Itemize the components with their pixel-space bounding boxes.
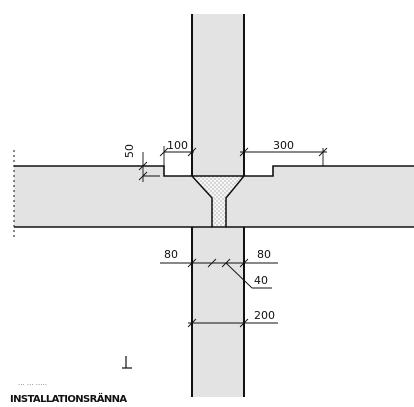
- right-slab: [226, 166, 414, 227]
- dimension-40-label: 40: [254, 274, 268, 287]
- left-slab-top-edge: [14, 165, 192, 177]
- dimension-300-label: 300: [273, 139, 294, 152]
- dimension-200: [187, 318, 278, 328]
- dimension-80-left-label: 80: [164, 248, 178, 261]
- lower-wall: [192, 227, 244, 397]
- dimension-200-label: 200: [254, 309, 275, 322]
- reference-mark: [122, 356, 132, 369]
- dimension-50: [138, 152, 160, 182]
- upper-wall: [192, 14, 244, 176]
- dimension-100: [159, 146, 197, 166]
- drawing-caption: INSTALLATIONSRÄNNA: [10, 394, 127, 405]
- dimension-80-right-label: 80: [257, 248, 271, 261]
- right-slab-top-edge: [244, 165, 414, 177]
- dimension-300: [239, 147, 328, 166]
- dimension-100-label: 100: [167, 139, 188, 152]
- dimension-80-40-80: [160, 258, 278, 289]
- caption-fragment: ··· ··· ·····: [18, 381, 47, 389]
- left-slab: [14, 166, 212, 227]
- dimension-50-label: 50: [123, 144, 136, 158]
